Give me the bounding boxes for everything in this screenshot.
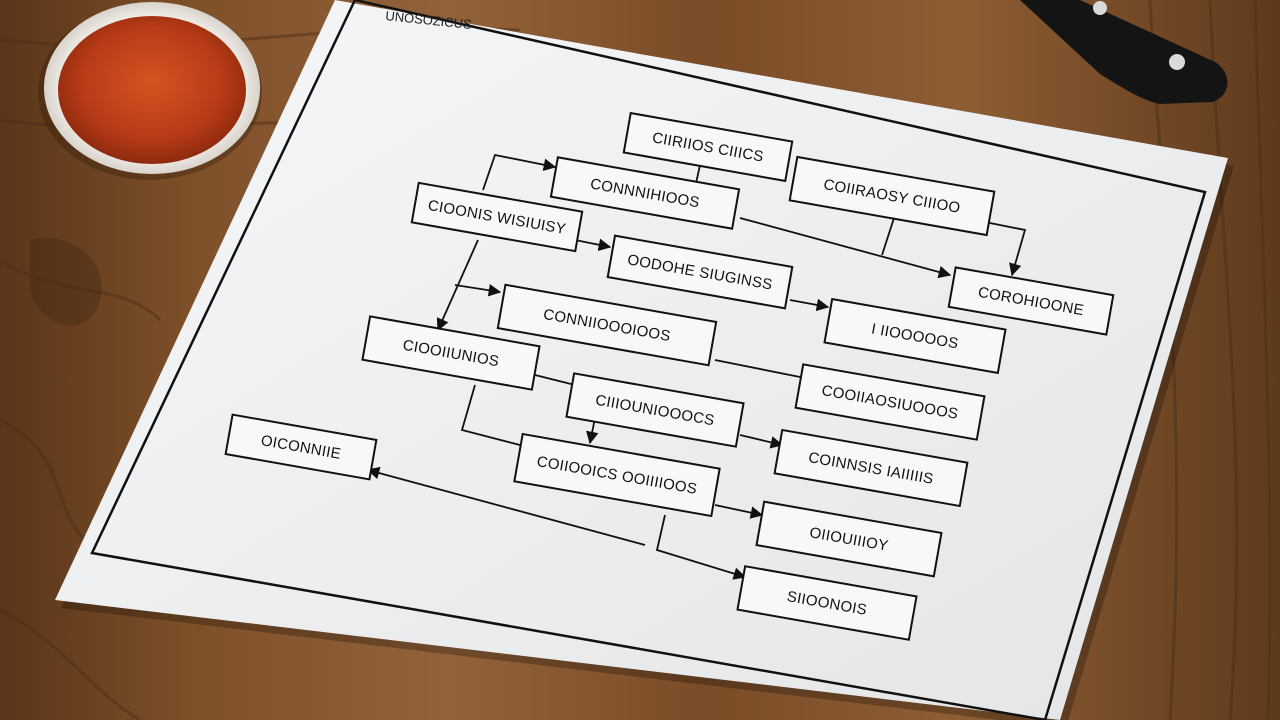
diagram-box: COIIRAOSY CIIIOO <box>788 155 996 237</box>
diagram-box: COIIOOICS OOIIIIOOS <box>513 432 721 518</box>
knife-handle-icon <box>1020 0 1228 104</box>
diagram-box: CONNNIHIOOS <box>549 156 741 230</box>
diagram-box: COROHIOONE <box>947 266 1115 336</box>
diagram-box: CONNIIOOOIOOS <box>496 283 718 367</box>
diagram-box: COINNSIS IAIIIIIS <box>773 428 969 508</box>
diagram-box: OICONNIIE <box>224 413 378 481</box>
diagram-boxes: CIIRIIOS CIIICS CONNNIHIOOS COIIRAOSY CI… <box>224 111 1115 641</box>
diagram-box: CIOOIIUNIOS <box>361 315 541 391</box>
diagram-box: SIIOONOIS <box>736 565 918 641</box>
diagram-box: OIIOUIIIOY <box>755 500 943 578</box>
spice-bowl-icon <box>38 2 262 180</box>
diagram-box: CIIRIIOS CIIICS <box>622 111 794 183</box>
diagram-box: COOIIAOSIUOOOS <box>794 363 986 441</box>
diagram-box: I IIOOOOOS <box>823 297 1007 375</box>
diagram-box: CIIIOUNIOOOCS <box>565 372 745 448</box>
connectors <box>366 153 1027 580</box>
